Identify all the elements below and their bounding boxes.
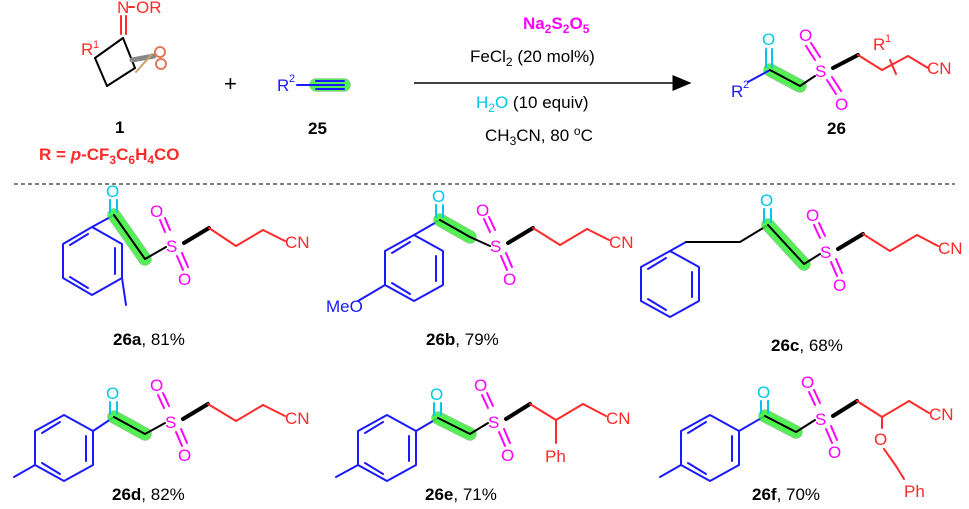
product-26-label: 26	[827, 119, 846, 138]
svg-text:S: S	[166, 237, 177, 256]
svg-text:O: O	[757, 383, 770, 402]
svg-text:2: 2	[289, 73, 295, 85]
svg-text:O: O	[106, 384, 119, 403]
r-definition: R = p-CF3C6H4CO	[39, 145, 180, 167]
svg-text:O: O	[474, 376, 487, 395]
reactant-alkyne: R 2 25	[277, 73, 351, 138]
product-26a: O S O O CN 26a, 81%	[62, 182, 310, 349]
reaction-conditions: CH3CN, 80 oC	[485, 124, 593, 148]
svg-text:O: O	[760, 191, 773, 210]
product-26e: O S O O Ph CN 26e, 71%	[335, 376, 631, 504]
svg-text:Ph: Ph	[904, 482, 925, 501]
svg-text:S: S	[165, 413, 176, 432]
svg-text:O: O	[430, 385, 443, 404]
svg-text:2: 2	[743, 79, 749, 91]
svg-text:CN: CN	[609, 233, 634, 252]
reagent-metabisulfite: Na2S2O5	[523, 14, 590, 36]
label-26f: 26f, 70%	[752, 485, 820, 504]
svg-text:O: O	[476, 201, 489, 220]
svg-text:CN: CN	[606, 409, 631, 428]
svg-text:CN: CN	[938, 239, 963, 258]
label-26e: 26e, 71%	[425, 485, 497, 504]
oxime-nitrogen-label: N	[117, 0, 129, 17]
oxime-or-label: OR	[136, 0, 162, 17]
svg-text:S: S	[490, 237, 501, 256]
svg-text:S: S	[820, 243, 831, 262]
svg-text:1: 1	[93, 39, 99, 51]
reactant-25-label: 25	[308, 119, 327, 138]
reagent-fecl2: FeCl2 (20 mol%)	[470, 47, 595, 69]
svg-text:CN: CN	[285, 233, 310, 252]
svg-text:O: O	[503, 270, 516, 289]
plus-sign: +	[224, 71, 237, 96]
product-26c: O S O O CN 26c, 68%	[640, 191, 963, 355]
svg-text:1: 1	[885, 33, 891, 45]
reaction-arrow-group: Na2S2O5 FeCl2 (20 mol%) H2O (10 equiv) C…	[414, 14, 692, 148]
svg-text:O: O	[806, 206, 819, 225]
label-26b: 26b, 79%	[426, 330, 499, 349]
svg-text:O: O	[801, 373, 814, 392]
svg-text:O: O	[178, 270, 191, 289]
r2-label: R	[277, 76, 289, 95]
product-general: O R 2 S O O R 1 CN 26	[731, 26, 952, 138]
svg-text:R: R	[873, 35, 885, 54]
svg-text:O: O	[150, 376, 163, 395]
reactant-oxime-ester: N OR R 1 1 R = p-CF3C6H4CO	[39, 0, 180, 167]
label-26d: 26d, 82%	[112, 485, 185, 504]
r1-label: R	[81, 40, 93, 59]
svg-text:O: O	[150, 202, 163, 221]
svg-text:CN: CN	[929, 405, 954, 424]
product-sulfur: S	[815, 62, 826, 81]
svg-text:O: O	[432, 187, 445, 206]
svg-text:O: O	[178, 446, 191, 465]
label-26a: 26a, 81%	[113, 330, 185, 349]
svg-text:S: S	[488, 413, 499, 432]
svg-text:O: O	[833, 276, 846, 295]
label-26c: 26c, 68%	[771, 336, 843, 355]
product-26f: O S O O O Ph CN 26f, 70%	[659, 373, 954, 504]
reactant-1-label: 1	[115, 118, 124, 137]
product-26d: O S O O CN 26d, 82%	[13, 376, 310, 504]
methoxy-label: MeO	[326, 297, 363, 316]
svg-text:R: R	[731, 82, 743, 101]
svg-text:O: O	[828, 443, 841, 462]
reagent-water: H2O (10 equiv)	[476, 93, 589, 115]
product-26b: MeO O S O O CN 26b, 79%	[326, 187, 634, 349]
svg-text:O: O	[874, 430, 887, 449]
svg-text:S: S	[815, 410, 826, 429]
svg-text:O: O	[835, 95, 848, 114]
svg-text:Ph: Ph	[545, 447, 566, 466]
svg-text:O: O	[501, 446, 514, 465]
product-carbonyl-o: O	[762, 30, 775, 49]
svg-text:O: O	[106, 182, 119, 201]
svg-text:CN: CN	[927, 59, 952, 78]
svg-text:CN: CN	[285, 409, 310, 428]
svg-text:O: O	[799, 26, 812, 45]
